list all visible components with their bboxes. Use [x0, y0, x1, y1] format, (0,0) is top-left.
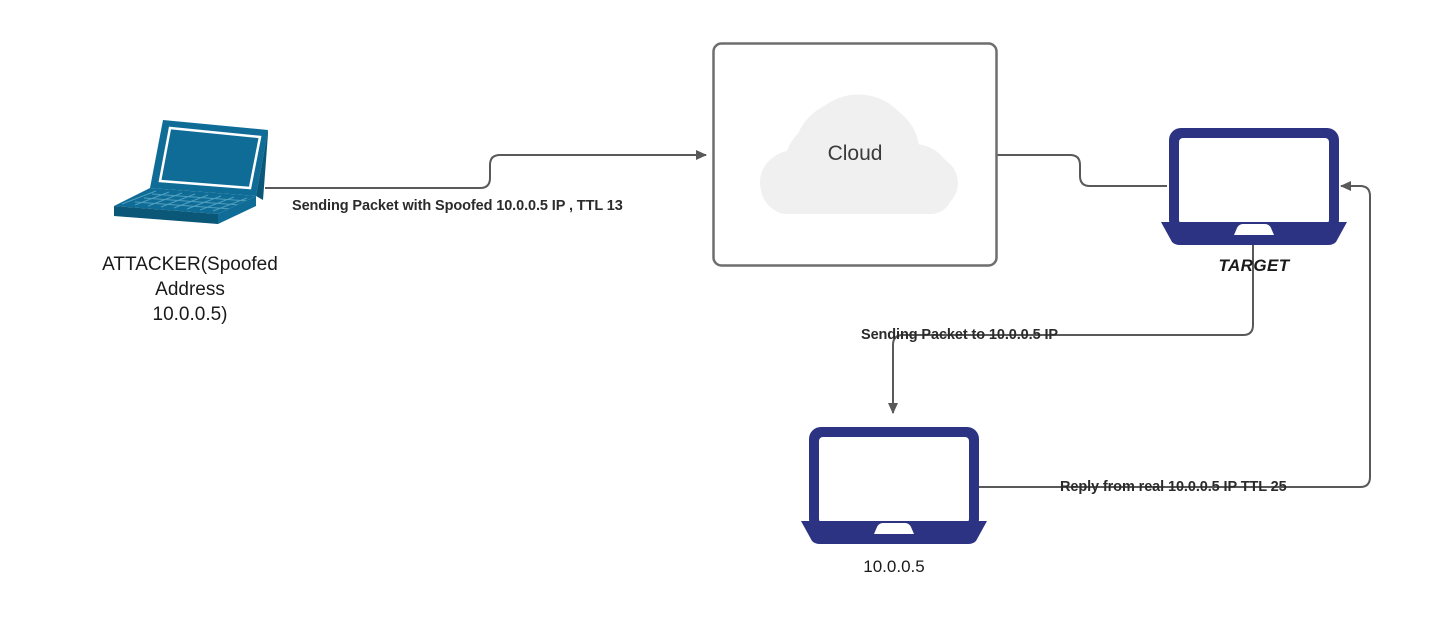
laptop-3d-icon — [114, 120, 268, 224]
node-victim[interactable] — [795, 425, 993, 547]
edge-label-victim-to-target: Reply from real 10.0.0.5 IP TTL 25 — [1060, 479, 1287, 495]
laptop-icon — [801, 427, 987, 544]
victim-label: 10.0.0.5 — [863, 557, 925, 576]
edge-attacker-to-cloud — [265, 150, 707, 189]
edge-label-attacker-to-cloud: Sending Packet with Spoofed 10.0.0.5 IP … — [292, 198, 623, 214]
attacker-label: ATTACKER(Spoofed Address 10.0.0.5) — [102, 254, 278, 326]
target-label: TARGET — [1218, 256, 1290, 275]
cloud-box — [712, 42, 998, 267]
edge-cloud-to-target — [997, 154, 1167, 187]
cloud-icon — [760, 94, 958, 214]
laptop-icon — [1161, 128, 1347, 245]
node-attacker[interactable] — [108, 118, 268, 228]
node-cloud[interactable] — [712, 42, 998, 267]
cloud-label: Cloud — [827, 142, 883, 165]
node-target[interactable] — [1155, 126, 1353, 248]
edge-label-target-to-victim: Sending Packet to 10.0.0.5 IP — [861, 327, 1058, 343]
